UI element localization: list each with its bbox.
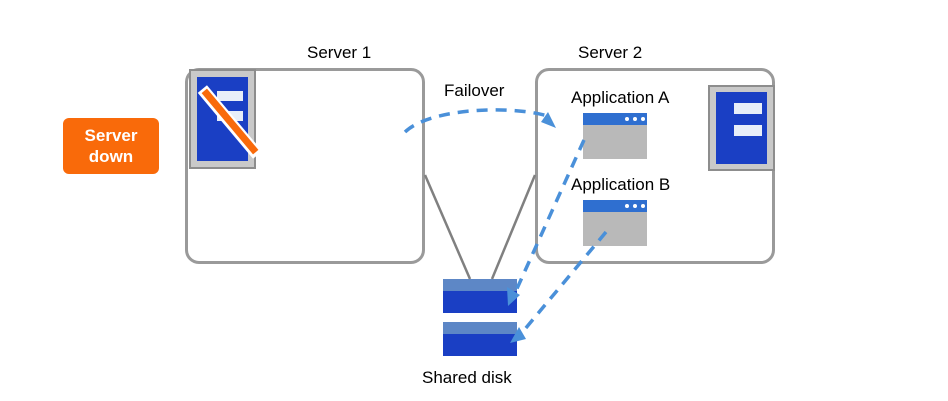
server1-title: Server 1 <box>307 43 372 62</box>
failover-arrow-head <box>541 112 556 128</box>
failover-label: Failover <box>444 81 505 100</box>
appb-disk-arrow <box>518 230 608 337</box>
application-b-label: Application B <box>571 175 671 194</box>
shared-disk-label: Shared disk <box>422 368 512 387</box>
failover-arc <box>403 108 549 134</box>
disk-icon-top <box>443 279 517 313</box>
appa-arrow-head <box>507 287 520 306</box>
appa-disk-arrow <box>513 139 586 294</box>
server2-title: Server 2 <box>578 43 643 62</box>
server-tower-down-icon <box>189 69 263 169</box>
server-down-badge: Server down <box>63 118 159 174</box>
server1-disk-line <box>423 174 472 280</box>
server-down-line1: Server <box>84 126 138 145</box>
application-window-icon-a <box>583 113 647 159</box>
appb-arrow-head <box>510 327 526 343</box>
server-down-line2: down <box>88 147 134 166</box>
server-tower-icon <box>708 85 775 171</box>
application-a-label: Application A <box>571 88 670 107</box>
server2-disk-line <box>490 174 537 280</box>
disk-icon-bottom <box>443 322 517 356</box>
application-window-icon-b <box>583 200 647 246</box>
